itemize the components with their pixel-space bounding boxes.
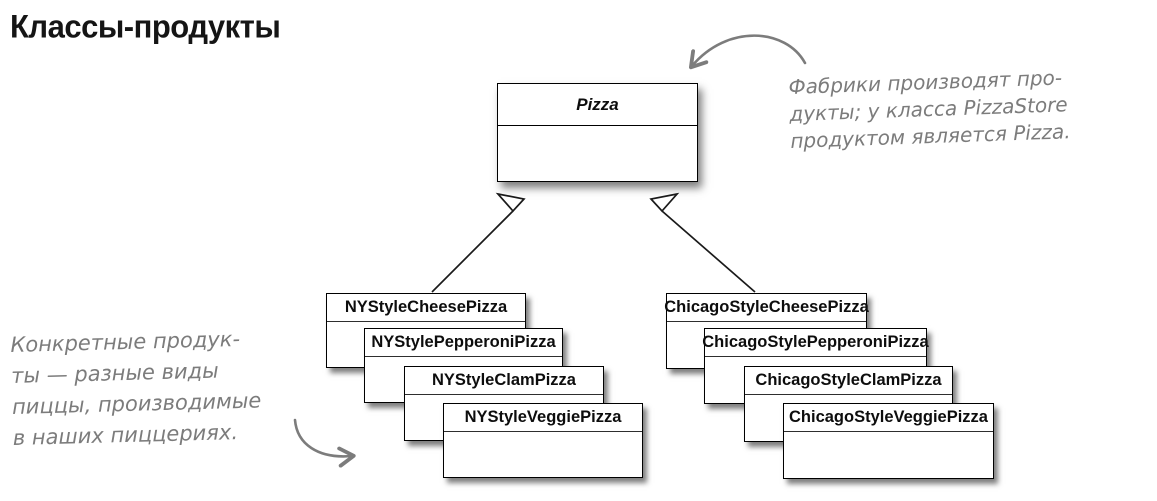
generalization-arrow-ny xyxy=(431,192,526,293)
class-name: ChicagoStylePepperoniPizza xyxy=(702,329,929,357)
class-name: NYStylePepperoniPizza xyxy=(365,329,562,357)
class-box-nystyleveggiepizza: NYStyleVeggiePizza xyxy=(443,403,643,478)
generalization-arrow-chicago xyxy=(649,192,756,293)
note-arrow-factory xyxy=(692,34,807,66)
class-name: NYStyleClamPizza xyxy=(405,367,603,395)
page-title: Классы-продукты xyxy=(10,8,281,45)
annotation-line: Конкретные продук- xyxy=(10,326,241,357)
class-name: NYStyleCheesePizza xyxy=(327,294,525,322)
class-name: ChicagoStyleClamPizza xyxy=(745,367,952,395)
note-arrow-products xyxy=(293,418,352,456)
annotation-factory-note: Фабрики производят про- дукты; у класса … xyxy=(788,64,1071,155)
class-box-chicagostyleveggiepizza: ChicagoStyleVeggiePizza xyxy=(783,403,994,479)
class-name-pizza: Pizza xyxy=(498,84,697,126)
annotation-line: в наших пиццериях. xyxy=(12,420,239,450)
class-box-pizza: Pizza xyxy=(497,83,698,182)
class-name: ChicagoStyleCheesePizza xyxy=(664,294,869,322)
class-name: NYStyleVeggiePizza xyxy=(444,404,642,432)
class-name: ChicagoStyleVeggiePizza xyxy=(784,404,993,432)
annotation-products-note: Конкретные продук- ты — разные виды пицц… xyxy=(10,323,263,453)
